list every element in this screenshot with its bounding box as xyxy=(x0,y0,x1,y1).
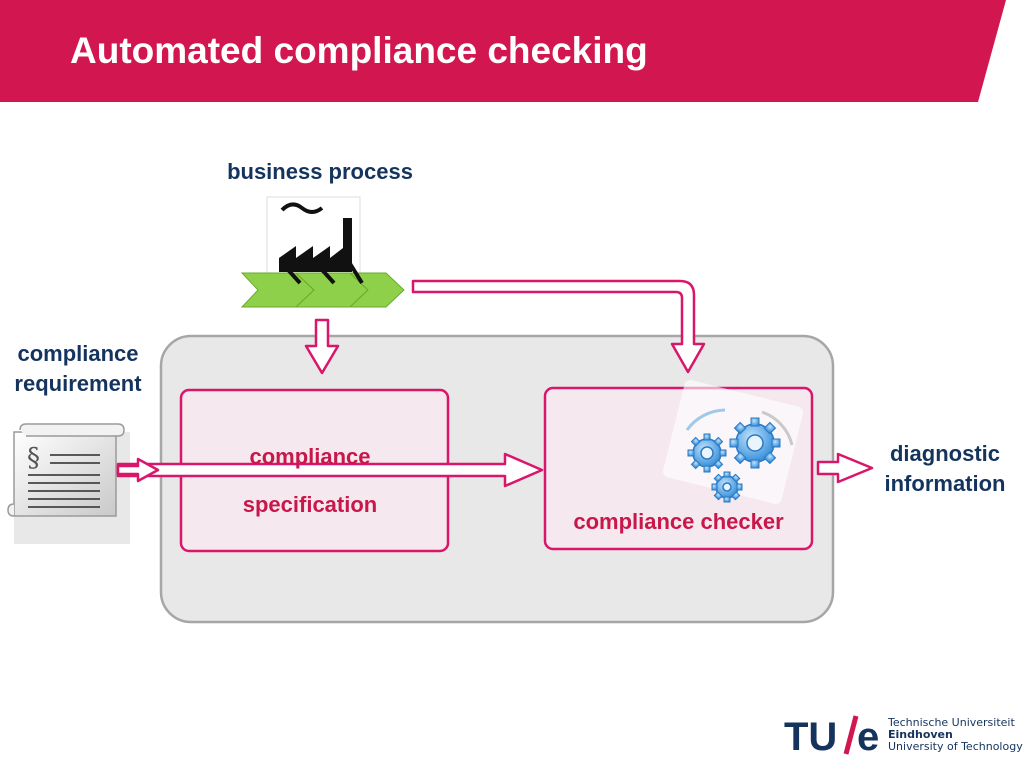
business-process-label: business process xyxy=(227,159,413,184)
university-name: Technische Universiteit Eindhoven Univer… xyxy=(888,716,1023,753)
svg-text:e: e xyxy=(857,715,879,758)
tue-logo: TU e xyxy=(784,715,879,758)
factory-icon xyxy=(266,196,361,274)
arrow-icon xyxy=(116,452,544,488)
process-chevron-icon xyxy=(240,260,405,308)
compliance-specification-label: compliance specification xyxy=(242,444,378,517)
svg-text:§: § xyxy=(27,443,40,473)
compliance-requirement-label: compliance requirement xyxy=(14,341,142,396)
header-banner xyxy=(0,0,1006,102)
compliance-checker-label: compliance checker xyxy=(573,509,784,534)
tue-logo-mark: TU xyxy=(784,715,837,758)
slide-title: Automated compliance checking xyxy=(70,30,648,71)
legal-document-icon: § xyxy=(7,423,130,544)
gears-icon xyxy=(662,380,804,504)
arrow-icon xyxy=(411,279,706,374)
diagnostic-information-label: diagnostic information xyxy=(884,441,1006,496)
arrow-icon xyxy=(304,318,340,375)
arrow-icon xyxy=(116,457,160,483)
arrow-icon xyxy=(816,452,874,484)
